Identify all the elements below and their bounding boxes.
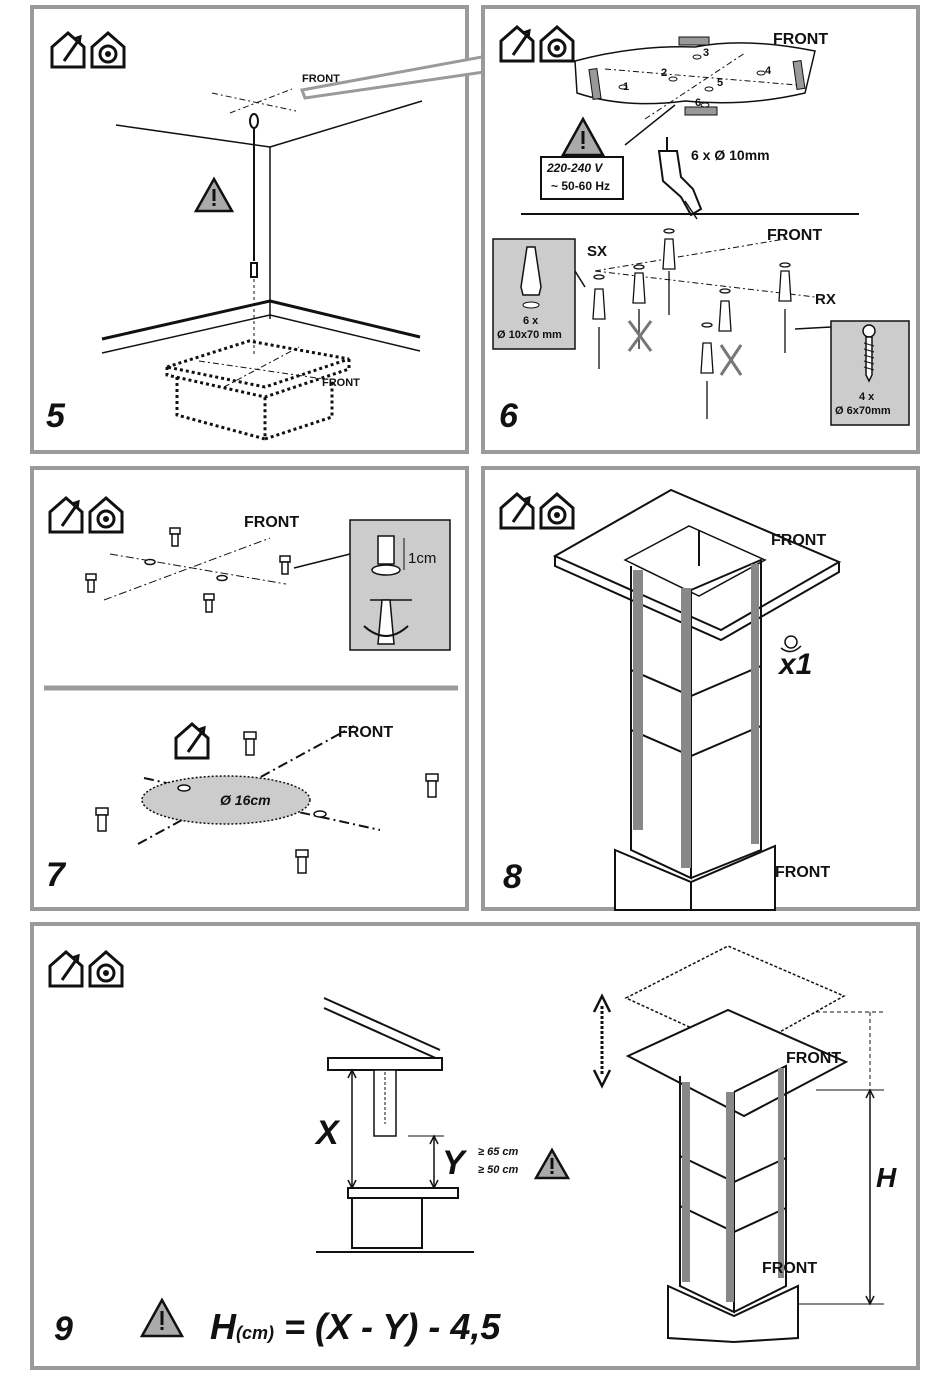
warning-triangle-icon <box>563 119 603 155</box>
front-label: FRONT <box>771 532 826 550</box>
screw-count: 4 x <box>859 391 874 403</box>
front-label: FRONT <box>338 724 393 742</box>
electric-distance: ≥ 50 cm <box>478 1164 518 1176</box>
house-ducted-icon <box>501 27 533 61</box>
formula-expression: = (X - Y) - 4,5 <box>284 1306 500 1347</box>
x-label: X <box>316 1114 339 1153</box>
house-recirculation-icon <box>90 952 122 986</box>
front-label: FRONT <box>786 1050 841 1068</box>
panel-step-7: FRONT 1cm FRONT Ø 16cm 7 <box>30 466 469 911</box>
front-label: FRONT <box>244 514 299 532</box>
front-label: FRONT <box>767 227 822 245</box>
hole-number: 4 <box>765 65 771 77</box>
plug-count: 6 x <box>523 315 538 327</box>
panel-step-6: FRONT 3 1 2 4 5 6 220-240 V ~ 50-60 Hz 6… <box>481 5 920 454</box>
panel-step-8: FRONT x1 FRONT 8 <box>481 466 920 911</box>
house-ducted-icon <box>50 498 82 532</box>
front-label: FRONT <box>762 1260 817 1278</box>
quantity-label: x1 <box>779 648 812 682</box>
frequency-text: ~ 50-60 Hz <box>551 179 610 193</box>
house-recirculation-icon <box>541 494 573 528</box>
house-ducted-icon <box>501 494 533 528</box>
hole-number: 5 <box>717 77 723 89</box>
h-label: H <box>876 1162 896 1194</box>
formula-unit: (cm) <box>236 1323 274 1343</box>
hole-number: 2 <box>661 67 667 79</box>
voltage-text: 220-240 V <box>547 161 602 175</box>
screw-positioning-illustration <box>34 470 473 915</box>
sx-label: SX <box>587 243 607 260</box>
diameter-label: Ø 16cm <box>220 792 271 808</box>
chimney-frame-illustration <box>485 470 924 915</box>
house-ducted-icon <box>176 724 208 758</box>
front-label: FRONT <box>322 377 360 389</box>
house-ducted-icon <box>50 952 82 986</box>
step-number: 7 <box>46 856 65 895</box>
warning-triangle-icon <box>142 1300 182 1336</box>
step-number: 5 <box>46 397 65 436</box>
y-label: Y <box>442 1144 465 1183</box>
warning-triangle-icon <box>536 1150 568 1178</box>
formula-h: H <box>210 1306 236 1347</box>
front-label: FRONT <box>773 31 828 49</box>
house-recirculation-icon <box>541 27 573 61</box>
gap-label: 1cm <box>408 550 436 567</box>
drill-size-text: 6 x Ø 10mm <box>691 147 770 163</box>
plug-size: Ø 10x70 mm <box>497 329 562 341</box>
step-number: 9 <box>54 1310 73 1349</box>
screw-size: Ø 6x70mm <box>835 405 891 417</box>
hole-number: 3 <box>703 47 709 59</box>
panel-step-9: X Y ≥ 65 cm ≥ 50 cm FRONT FRONT H 9 H(cm… <box>30 922 920 1370</box>
gas-distance: ≥ 65 cm <box>478 1146 518 1158</box>
hole-number: 1 <box>623 81 629 93</box>
hole-number: 6 <box>695 97 701 109</box>
front-label: FRONT <box>775 864 830 882</box>
formula: H(cm) = (X - Y) - 4,5 <box>210 1306 500 1348</box>
step-number: 6 <box>499 397 518 436</box>
step-number: 8 <box>503 858 522 897</box>
house-recirculation-icon <box>90 498 122 532</box>
rx-label: RX <box>815 291 836 308</box>
